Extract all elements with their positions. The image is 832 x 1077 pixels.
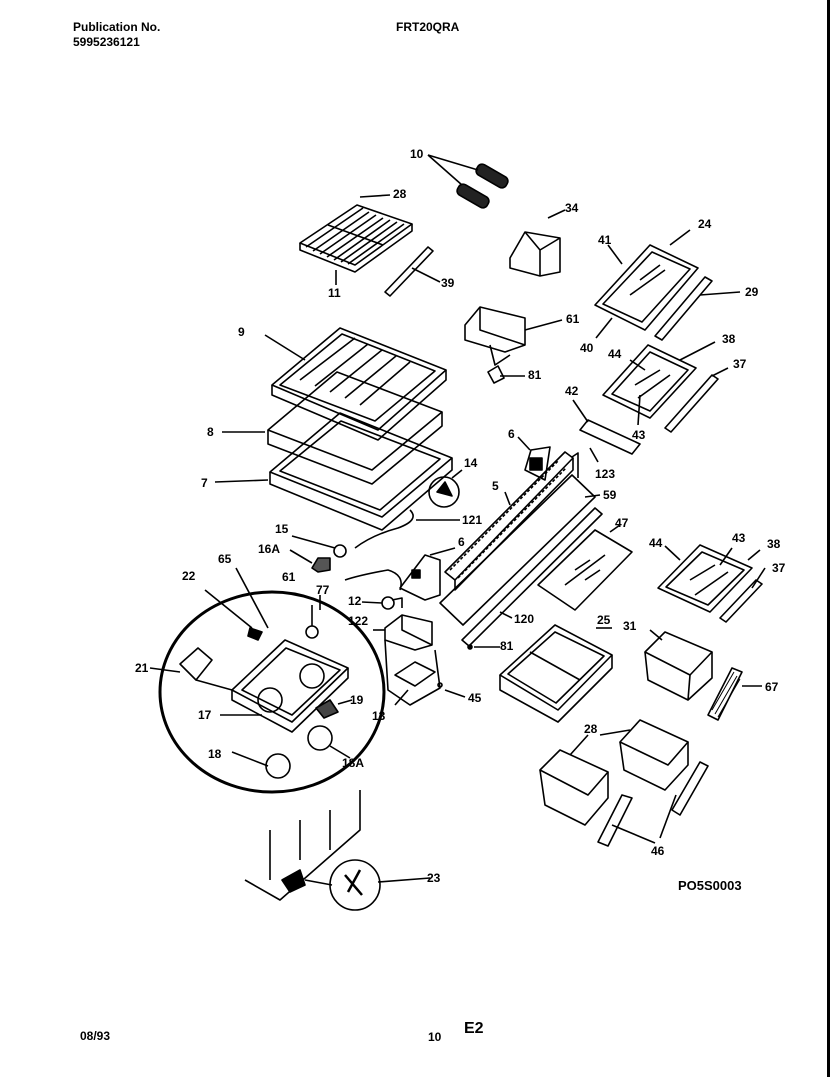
part-16a-bulb (289, 535, 347, 573)
part-81-screw (467, 644, 500, 650)
label-6-upper: 6 (508, 427, 515, 441)
label-37-lower: 37 (772, 561, 786, 575)
part-14-round (428, 469, 463, 508)
label-39: 39 (441, 276, 455, 290)
label-46: 46 (651, 844, 665, 858)
part-31-drawer (644, 629, 713, 701)
label-18a: 18A (342, 756, 364, 770)
label-67: 67 (765, 680, 779, 694)
label-10: 10 (410, 147, 424, 161)
label-61-top: 61 (566, 312, 580, 326)
footer-page-number: 10 (428, 1030, 442, 1044)
label-42: 42 (565, 384, 579, 398)
part-6-upper (517, 436, 551, 481)
label-61-lower: 61 (282, 570, 296, 584)
label-28-lower: 28 (584, 722, 598, 736)
label-43-upper: 43 (632, 428, 646, 442)
label-17: 17 (198, 708, 212, 722)
part-28-drawers (539, 719, 689, 826)
label-29: 29 (745, 285, 759, 299)
label-47: 47 (615, 516, 629, 530)
label-7: 7 (201, 476, 208, 490)
part-25-crisper-frame (499, 624, 613, 723)
label-37-upper: 37 (733, 357, 747, 371)
model-number: FRT20QRA (396, 20, 460, 34)
label-121: 121 (462, 513, 482, 527)
label-22: 22 (182, 569, 196, 583)
footer-section: E2 (464, 1020, 484, 1037)
part-29-bar (654, 276, 741, 341)
label-21: 21 (135, 661, 149, 675)
part-7-frame (214, 412, 453, 531)
label-11: 11 (328, 286, 341, 300)
label-14: 14 (464, 456, 478, 470)
label-38-lower: 38 (767, 537, 781, 551)
part-5-channel (444, 451, 574, 591)
part-12-wire (344, 569, 403, 610)
label-38-upper: 38 (722, 332, 736, 346)
label-6-lower: 6 (458, 535, 465, 549)
part-67-grille (707, 667, 762, 721)
label-5: 5 (492, 479, 499, 493)
part-59-strip (439, 452, 601, 626)
label-15: 15 (275, 522, 289, 536)
right-border (827, 0, 830, 1077)
part-120-strip (461, 507, 603, 647)
part-9-shelf (264, 327, 447, 441)
part-42-rail (572, 399, 641, 463)
label-28-top: 28 (393, 187, 407, 201)
part-34-bin (509, 209, 566, 277)
part-38-pan-shelf-upper (602, 341, 716, 426)
part-10-rollers (427, 154, 509, 209)
label-41: 41 (598, 233, 612, 247)
label-24: 24 (698, 217, 712, 231)
part-38-pan-shelf-lower (657, 544, 761, 613)
label-16a: 16A (258, 542, 280, 556)
part-39-bar (384, 246, 441, 297)
part-47-glass (537, 524, 633, 611)
part-ice-maker-detail-circle (149, 567, 386, 794)
reference-code: PO5S0003 (678, 878, 742, 893)
label-12: 12 (348, 594, 362, 608)
part-37-bar-lower (719, 567, 766, 623)
label-31: 31 (623, 619, 637, 633)
part-37-bar-upper (664, 367, 729, 433)
publication-label: Publication No. (73, 20, 161, 34)
label-34: 34 (565, 201, 579, 215)
label-65: 65 (218, 552, 232, 566)
part-8-panel (222, 371, 443, 485)
label-40: 40 (580, 341, 594, 355)
label-77: 77 (316, 583, 330, 597)
label-59: 59 (603, 488, 617, 502)
label-19: 19 (350, 693, 364, 707)
label-44-upper: 44 (608, 347, 622, 361)
part-23-cabinet-base (244, 790, 431, 911)
label-45: 45 (468, 691, 482, 705)
footer-date: 08/93 (80, 1029, 111, 1043)
part-61-bracket (464, 306, 563, 384)
part-13-housing (373, 614, 466, 706)
label-44-lower: 44 (649, 536, 663, 550)
label-120: 120 (514, 612, 534, 626)
part-24-glass-shelf (594, 229, 699, 339)
label-13: 13 (372, 709, 386, 723)
label-18: 18 (208, 747, 222, 761)
label-25: 25 (597, 613, 611, 627)
label-123: 123 (595, 467, 615, 481)
part-46-grilles (597, 761, 709, 847)
label-81-top: 81 (528, 368, 542, 382)
label-81-lower: 81 (500, 639, 514, 653)
label-43-lower: 43 (732, 531, 746, 545)
part-6-lower (399, 547, 456, 601)
label-8: 8 (207, 425, 214, 439)
publication-number: 5995236121 (73, 35, 140, 49)
label-9: 9 (238, 325, 245, 339)
part-11-wire-shelf (299, 194, 413, 285)
part-121-tube (354, 509, 460, 549)
label-23: 23 (427, 871, 441, 885)
label-122: 122 (348, 614, 368, 628)
